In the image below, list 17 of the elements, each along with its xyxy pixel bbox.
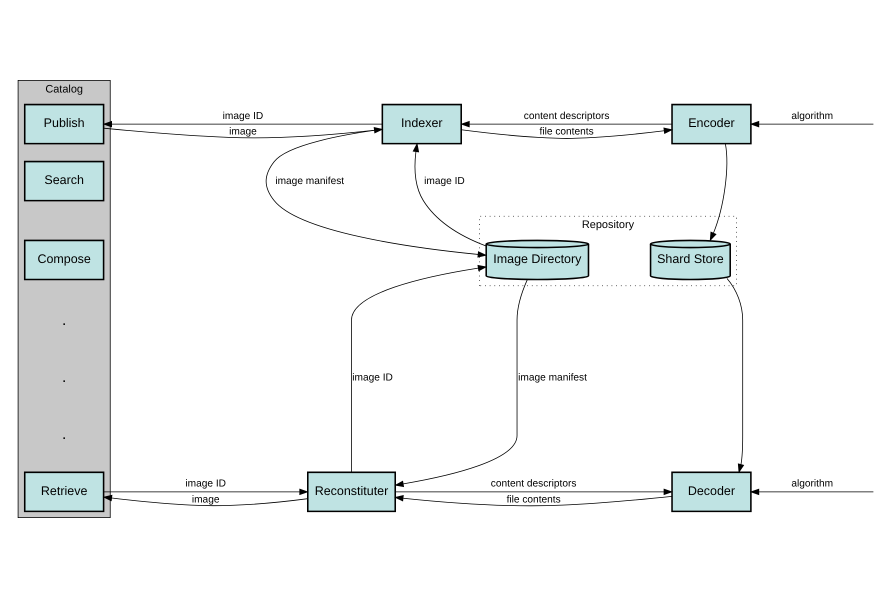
edge-label: image bbox=[229, 126, 257, 138]
edge-label: image manifest bbox=[275, 176, 344, 187]
edge-label: file contents bbox=[506, 494, 561, 506]
edge-label: algorithm bbox=[791, 478, 834, 490]
label: . bbox=[62, 368, 66, 386]
edge-label: image bbox=[192, 494, 220, 506]
edge-label: content descriptors bbox=[490, 478, 576, 490]
label: . bbox=[62, 426, 66, 443]
edge-label: image ID bbox=[222, 110, 264, 122]
edge-label: algorithm bbox=[791, 110, 834, 122]
edge-label: image manifest bbox=[518, 372, 587, 384]
edge-label: content descriptors bbox=[524, 110, 610, 122]
edge-label: image ID bbox=[352, 372, 393, 384]
edge-label: image ID bbox=[424, 176, 465, 187]
edge-label: file contents bbox=[540, 126, 594, 138]
label: . bbox=[62, 312, 66, 329]
edge-label: image ID bbox=[185, 478, 226, 490]
